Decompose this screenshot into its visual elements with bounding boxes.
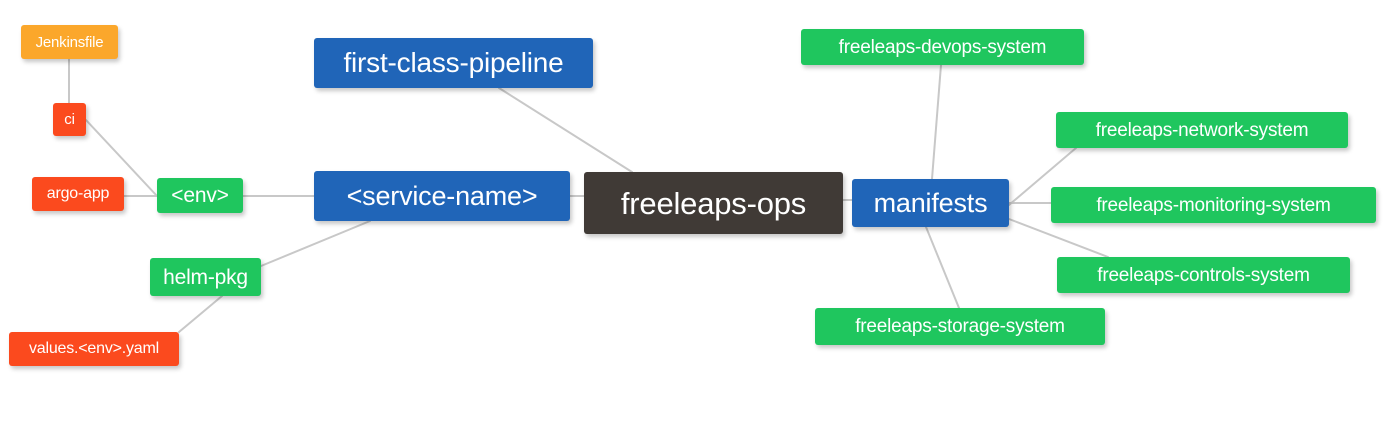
mindmap-node-label: argo-app (46, 185, 110, 202)
mindmap-node-label: freeleaps-storage-system (855, 316, 1065, 337)
mindmap-node-label: <env> (171, 184, 229, 207)
mindmap-node-values-yaml[interactable]: values.<env>.yaml (9, 332, 179, 366)
mindmap-node-helm-pkg[interactable]: helm-pkg (150, 258, 261, 296)
mindmap-node-ci[interactable]: ci (53, 103, 86, 136)
mindmap-node-freeleaps-controls-system[interactable]: freeleaps-controls-system (1057, 257, 1350, 293)
mindmap-node-label: values.<env>.yaml (28, 340, 159, 357)
mindmap-node-label: manifests (873, 187, 988, 218)
edge-manifests-devops (931, 64, 942, 180)
mindmap-node-service-name[interactable]: <service-name> (314, 171, 570, 221)
mindmap-node-label: <service-name> (346, 180, 538, 211)
mindmap-node-label: first-class-pipeline (343, 47, 564, 78)
edge-helmpkg-servicename (260, 220, 371, 267)
edge-valuesyaml-helmpkg (178, 295, 223, 333)
mindmap-node-label: freeleaps-devops-system (838, 36, 1047, 58)
mindmap-node-jenkinsfile[interactable]: Jenkinsfile (21, 25, 118, 59)
mindmap-node-env[interactable]: <env> (157, 178, 243, 213)
mindmap-node-argo-app[interactable]: argo-app (32, 177, 124, 211)
mindmap-node-label: helm-pkg (163, 265, 248, 289)
mindmap-node-freeleaps-devops-system[interactable]: freeleaps-devops-system (801, 29, 1084, 65)
mindmap-node-label: freeleaps-monitoring-system (1096, 194, 1331, 216)
mindmap-node-manifests[interactable]: manifests (852, 179, 1009, 227)
mindmap-node-freeleaps-network-system[interactable]: freeleaps-network-system (1056, 112, 1348, 148)
edge-pipeline-ops (498, 87, 633, 173)
mindmap-node-freeleaps-ops[interactable]: freeleaps-ops (584, 172, 843, 234)
mindmap-node-label: Jenkinsfile (35, 33, 104, 51)
mindmap-node-label: ci (64, 111, 75, 128)
mindmap-node-freeleaps-monitoring-system[interactable]: freeleaps-monitoring-system (1051, 187, 1376, 223)
edge-manifests-controls (1008, 218, 1109, 258)
mindmap-node-label: freeleaps-ops (620, 185, 807, 221)
mindmap-node-first-class-pipeline[interactable]: first-class-pipeline (314, 38, 593, 88)
edge-manifests-storage (925, 226, 960, 309)
mindmap-node-label: freeleaps-network-system (1095, 119, 1309, 141)
mindmap-node-label: freeleaps-controls-system (1097, 264, 1310, 286)
mindmap-node-freeleaps-storage-system[interactable]: freeleaps-storage-system (815, 308, 1105, 345)
